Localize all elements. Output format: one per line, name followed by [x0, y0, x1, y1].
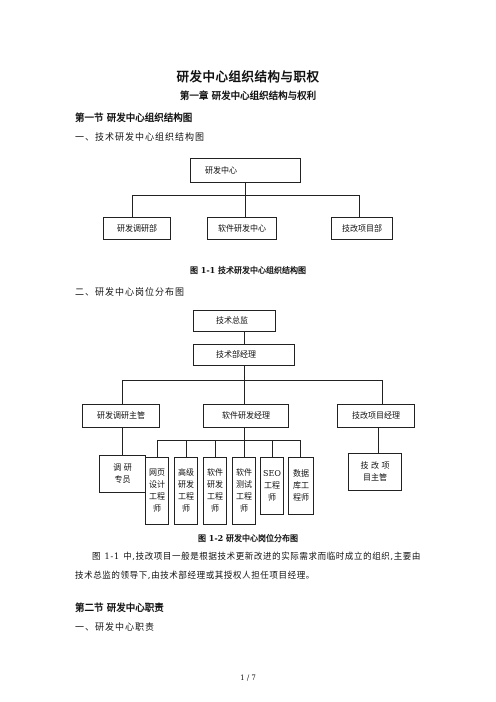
connector — [359, 195, 360, 217]
connector — [245, 195, 246, 217]
body-paragraph: 图 1-1 中,技改项目一般是根据技术更新改进的实际需求而临时成立的组织,主要由… — [75, 552, 421, 581]
connector — [186, 440, 187, 457]
connector — [378, 428, 379, 453]
connector — [245, 183, 246, 195]
connector — [157, 440, 300, 441]
post-box-software-engineer: 软件 研发 工程 师 — [203, 457, 227, 525]
connector — [244, 332, 245, 344]
post-box-senior-engineer: 高级 研发 工程 师 — [174, 457, 198, 525]
subheading-3: 一、研发中心职责 — [75, 623, 156, 633]
subheading-2: 二、研发中心岗位分布图 — [75, 288, 186, 298]
connector — [300, 440, 301, 457]
connector — [244, 440, 245, 457]
connector — [157, 440, 158, 457]
connector — [122, 428, 123, 455]
post-box-seo-engineer: SEO 工程 师 — [260, 457, 284, 515]
document-title: 研发中心组织结构与职权 — [176, 69, 320, 84]
figure-caption-2: 图 1-2 研发中心岗位分布图 — [197, 533, 299, 543]
post-box-database-engineer: 数据 库工 程师 — [288, 457, 314, 515]
post-box-director: 技术总监 — [193, 310, 276, 332]
connector — [122, 380, 382, 381]
connector — [382, 380, 383, 404]
section-heading-1: 第一节 研发中心组织结构图 — [75, 113, 193, 124]
post-box-test-engineer: 软件 测试 工程 师 — [232, 457, 256, 525]
connector — [122, 380, 123, 404]
connector — [132, 195, 133, 217]
org-box-improvement: 技改项目部 — [331, 217, 393, 240]
connector — [244, 366, 245, 380]
section-heading-2: 第二节 研发中心职责 — [75, 603, 164, 614]
connector — [244, 380, 245, 404]
org-box-top: 研发中心 — [190, 158, 301, 183]
chapter-heading: 第一章 研发中心组织结构与权利 — [179, 91, 317, 102]
org-box-software: 软件研发中心 — [207, 217, 277, 240]
post-box-manager: 技术部经理 — [193, 344, 295, 366]
org-box-research: 研发调研部 — [103, 217, 171, 240]
post-box-software-manager: 软件研发经理 — [203, 404, 289, 428]
post-box-research-lead: 研发调研主管 — [82, 404, 160, 428]
connector — [244, 428, 245, 440]
connector — [272, 440, 273, 457]
post-box-web-engineer: 网页 设计 工程 师 — [145, 457, 169, 525]
connector — [215, 440, 216, 457]
post-box-researcher: 调 研 专员 — [99, 455, 146, 493]
page-number: 1 / 7 — [240, 674, 256, 682]
subheading-1: 一、技术研发中心组织结构图 — [75, 133, 206, 143]
figure-caption-1: 图 1-1 技术研发中心组织结构图 — [189, 265, 307, 275]
post-box-improvement-lead: 技 改 项 目主管 — [348, 453, 402, 491]
post-box-improvement-manager: 技改项目经理 — [337, 404, 415, 428]
